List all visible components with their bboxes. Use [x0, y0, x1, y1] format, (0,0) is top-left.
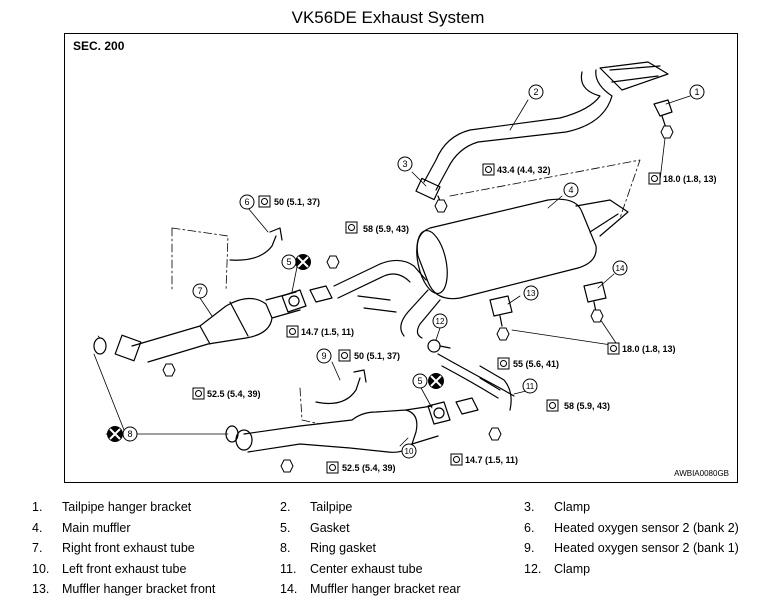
flange-upper: [309, 285, 333, 303]
callout-2: 2: [528, 84, 544, 100]
figure-code: AWBIA0080GB: [674, 469, 729, 478]
svg-text:58 (5.9, 43): 58 (5.9, 43): [363, 224, 409, 234]
torque-label: 18.0 (1.8, 13): [607, 342, 676, 355]
callout-8: 8: [122, 426, 138, 442]
diagram-title: VK56DE Exhaust System: [291, 8, 485, 27]
legend-item: 13.Muffler hanger bracket front: [32, 582, 216, 596]
legend-item: 7.Right front exhaust tube: [32, 541, 195, 555]
callout-5b: 5: [412, 373, 428, 389]
svg-text:12: 12: [436, 317, 445, 326]
svg-text:1: 1: [694, 87, 699, 97]
center-exhaust-tube: [333, 259, 515, 411]
svg-text:14.7 (1.5, 11): 14.7 (1.5, 11): [465, 455, 518, 465]
callout-4: 4: [563, 182, 579, 198]
svg-text:14.7 (1.5, 11): 14.7 (1.5, 11): [301, 327, 354, 337]
legend-item: 10.Left front exhaust tube: [32, 562, 187, 576]
centerlines: [171, 159, 641, 425]
callout-6: 6: [239, 194, 255, 210]
left-front-exhaust-tube: [235, 405, 439, 453]
callout-9: 9: [316, 348, 332, 364]
svg-text:52.5 (5.4, 39): 52.5 (5.4, 39): [342, 463, 396, 473]
torque-label: 52.5 (5.4, 39): [192, 387, 261, 400]
do-not-reuse-mark: [107, 426, 123, 442]
do-not-reuse-mark: [428, 373, 444, 389]
svg-text:55 (5.6, 41): 55 (5.6, 41): [513, 359, 559, 369]
svg-text:6: 6: [244, 197, 249, 207]
gasket-lower: [427, 401, 451, 425]
legend-item: 4.Main muffler: [32, 521, 131, 535]
legend-item: 3.Clamp: [524, 500, 591, 514]
svg-text:11: 11: [526, 382, 535, 391]
callout-5: 5: [281, 254, 297, 270]
svg-text:2: 2: [533, 87, 538, 97]
callout-3: 3: [397, 156, 413, 172]
callout-11: 11: [522, 378, 538, 394]
tailpipe: [423, 61, 669, 191]
svg-text:5: 5: [417, 376, 422, 386]
svg-text:43.4 (4.4, 32): 43.4 (4.4, 32): [497, 165, 551, 175]
svg-text:18.0 (1.8, 13): 18.0 (1.8, 13): [622, 344, 676, 354]
svg-text:8: 8: [127, 429, 132, 439]
callout-10: 10: [401, 443, 417, 459]
callouts: 1 2 3 4 5 6 7 8 9 10 11 12 13 14 5: [122, 84, 705, 459]
right-front-exhaust-tube: [114, 291, 301, 363]
bolts: [162, 125, 674, 473]
exhaust-diagram: 1 2 3 4 5 6 7 8 9 10 11 12 13 14 5 43.4 …: [93, 61, 717, 474]
heated-oxygen-sensor-bank-2: [229, 227, 283, 261]
torque-label: 58 (5.9, 43): [345, 221, 409, 234]
callout-7: 7: [192, 283, 208, 299]
leader-lines: [93, 95, 691, 447]
legend-item: 5.Gasket: [280, 521, 350, 535]
svg-text:3: 3: [402, 159, 407, 169]
legend-item: 9.Heated oxygen sensor 2 (bank 1): [524, 541, 739, 555]
svg-text:9: 9: [321, 351, 326, 361]
do-not-reuse-mark: [295, 254, 311, 270]
torque-label: 50 (5.1, 37): [338, 349, 400, 362]
muffler-hanger-bracket-rear: [583, 281, 607, 313]
legend-item: 12.Clamp: [524, 562, 591, 576]
svg-text:13: 13: [527, 289, 536, 298]
callout-12: 12: [432, 313, 448, 329]
torque-label: 58 (5.9, 43): [546, 399, 610, 412]
gasket-upper: [281, 289, 307, 313]
clamp-12: [427, 339, 451, 353]
torque-label: 55 (5.6, 41): [497, 357, 559, 370]
torque-label: 14.7 (1.5, 11): [450, 453, 518, 466]
callout-14: 14: [612, 260, 628, 276]
tailpipe-hanger-bracket: [653, 99, 673, 129]
callout-13: 13: [523, 285, 539, 301]
legend-item: 6.Heated oxygen sensor 2 (bank 2): [524, 521, 739, 535]
svg-text:14: 14: [616, 264, 625, 273]
svg-text:58 (5.9, 43): 58 (5.9, 43): [564, 401, 610, 411]
svg-text:5: 5: [286, 257, 291, 267]
parts-legend: 1.Tailpipe hanger bracket 2.Tailpipe 3.C…: [0, 498, 776, 604]
flange-lower: [455, 397, 479, 415]
heated-oxygen-sensor-bank-1: [315, 369, 367, 405]
svg-text:4: 4: [568, 185, 573, 195]
svg-text:52.5 (5.4, 39): 52.5 (5.4, 39): [207, 389, 261, 399]
legend-item: 2.Tailpipe: [280, 500, 353, 514]
legend-item: 11.Center exhaust tube: [280, 562, 423, 576]
diagram-frame: SEC. 200 AWBIA0080GB: [64, 33, 738, 483]
svg-text:18.0 (1.8, 13): 18.0 (1.8, 13): [663, 174, 717, 184]
section-label: SEC. 200: [73, 39, 125, 53]
legend-item: 8.Ring gasket: [280, 541, 377, 555]
svg-text:7: 7: [197, 286, 202, 296]
torque-label: 18.0 (1.8, 13): [648, 172, 717, 185]
legend-item: 1.Tailpipe hanger bracket: [32, 500, 192, 514]
torque-label: 52.5 (5.4, 39): [326, 461, 396, 474]
callout-1: 1: [689, 84, 705, 100]
legend-item: 14.Muffler hanger bracket rear: [280, 582, 461, 596]
svg-text:50 (5.1, 37): 50 (5.1, 37): [354, 351, 400, 361]
torque-label: 43.4 (4.4, 32): [482, 163, 551, 176]
torque-label: 14.7 (1.5, 11): [286, 325, 354, 338]
ring-gasket-upper: [93, 337, 107, 355]
main-muffler: [416, 198, 629, 300]
svg-text:50 (5.1, 37): 50 (5.1, 37): [274, 197, 320, 207]
muffler-hanger-bracket-front: [489, 295, 513, 327]
torque-label: 50 (5.1, 37): [258, 195, 320, 208]
torque-labels: 43.4 (4.4, 32) 18.0 (1.8, 13) 50 (5.1, 3…: [192, 163, 717, 474]
svg-text:10: 10: [405, 447, 414, 456]
